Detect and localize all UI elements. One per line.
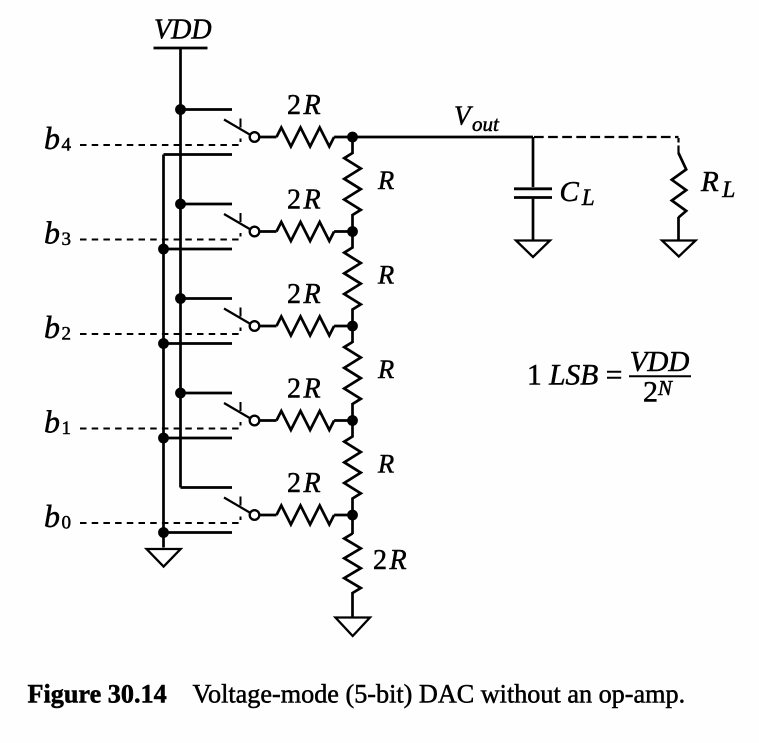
svg-text:VDD: VDD (630, 346, 690, 378)
svg-text:2R: 2R (287, 90, 321, 121)
svg-text:2R: 2R (287, 279, 321, 310)
svg-text:2R: 2R (373, 545, 407, 576)
svg-text:VDD: VDD (154, 15, 212, 46)
svg-text:Voltage-mode (5-bit) DAC witho: Voltage-mode (5-bit) DAC without an op-a… (193, 680, 686, 709)
svg-text:R: R (377, 354, 394, 384)
svg-text:R: R (377, 259, 394, 289)
svg-text:R: R (377, 448, 394, 478)
svg-text:R: R (377, 165, 394, 195)
svg-text:Figure 30.14: Figure 30.14 (28, 680, 167, 709)
svg-text:2R: 2R (287, 468, 321, 499)
svg-text:RL: RL (700, 166, 735, 203)
svg-text:1 LSB =: 1 LSB = (527, 360, 622, 392)
svg-text:2R: 2R (287, 185, 321, 216)
svg-text:2R: 2R (287, 374, 321, 405)
